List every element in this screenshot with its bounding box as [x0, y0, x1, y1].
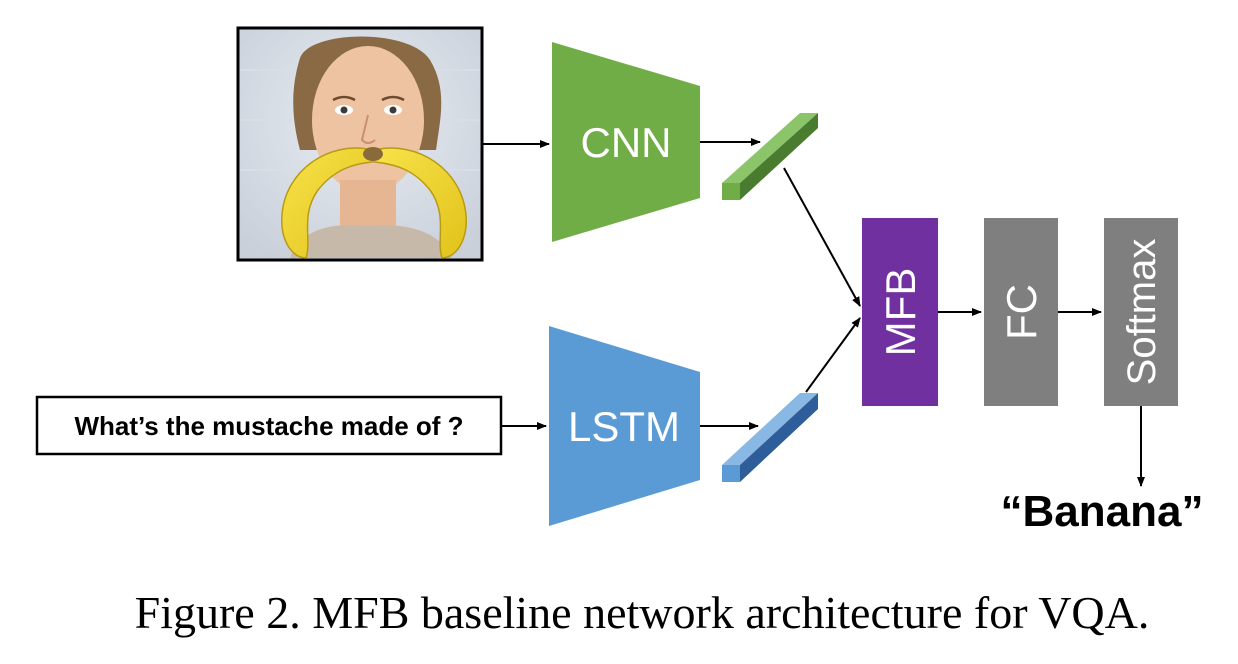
cnn-shape [552, 42, 700, 242]
figure-caption: Figure 2. MFB baseline network architect… [135, 587, 1150, 638]
cnn-block: CNN [552, 42, 700, 242]
lstm-label: LSTM [568, 403, 680, 450]
softmax-block: Softmax [1104, 218, 1178, 406]
lstm-shape [549, 326, 700, 526]
answer-text: “Banana” [1001, 487, 1204, 536]
arrows [482, 138, 1145, 487]
cnn-label: CNN [581, 119, 672, 166]
mfb-label: MFB [877, 268, 924, 357]
arrow-cnn-feature-to-mfb [783, 167, 861, 307]
lstm-feature-vector [722, 393, 818, 482]
softmax-label: Softmax [1120, 239, 1164, 386]
lstm-block: LSTM [549, 326, 700, 526]
question-text: What’s the mustache made of ? [74, 411, 463, 441]
arrow-lstm-feature-to-mfb [805, 317, 861, 393]
question-box: What’s the mustache made of ? [35, 395, 503, 456]
cnn-feature-vector [722, 113, 818, 200]
fc-block: FC [984, 218, 1058, 406]
input-image [236, 26, 484, 262]
fc-label: FC [998, 284, 1045, 340]
mfb-block: MFB [862, 218, 938, 406]
